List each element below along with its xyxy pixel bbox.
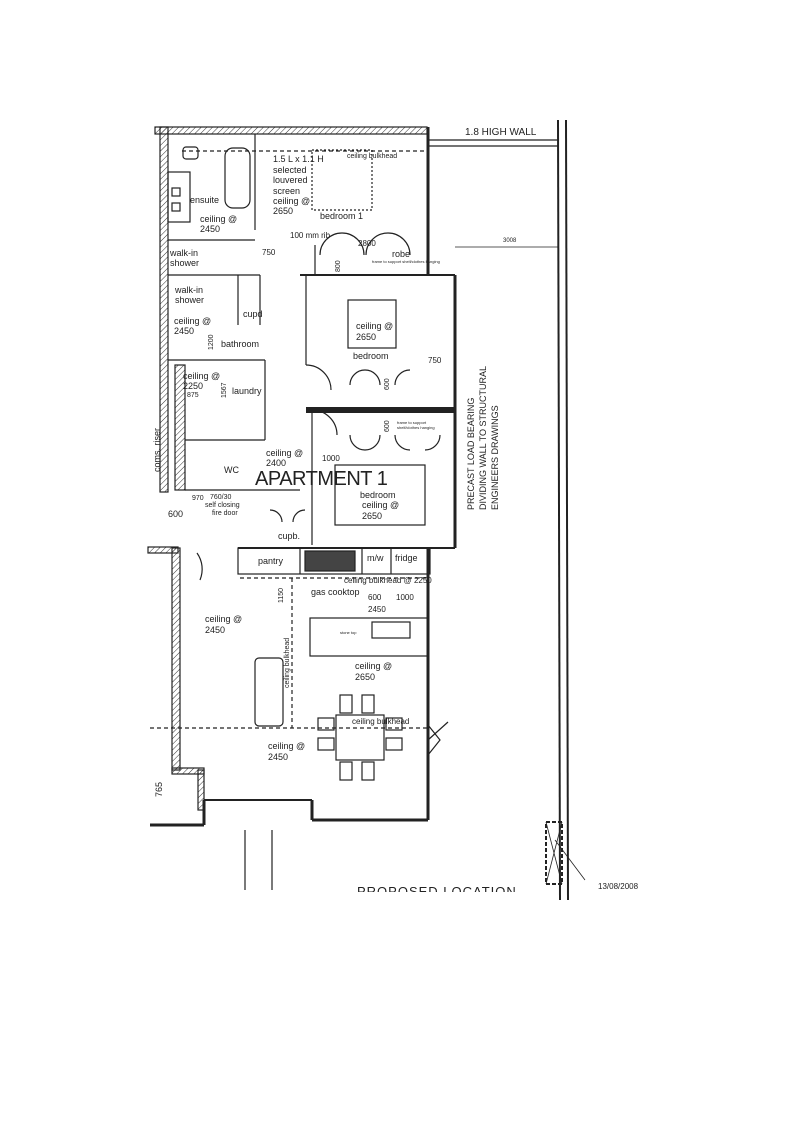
rib-label: 100 mm rib [290,231,331,240]
robe-depth: 600 [384,378,391,390]
robe-note: frame to support shelf/clothes hanging [397,420,435,430]
shower2-label: walk-in shower [175,285,205,305]
bed-2 [347,299,397,349]
entry-dim: 970 [192,495,204,502]
bathroom-ceiling-height: 2450 [174,326,195,336]
kitchen-dim: 2450 [368,605,386,614]
laundry-ceiling-height: 2250 [183,381,204,391]
bedroom3-ceiling-height: 2650 [362,511,383,521]
cupd-label: cupd [243,309,263,319]
robe-note: frame to support shelf/clothes hanging [372,259,440,264]
ensuite-ceiling: ceiling @ [200,214,238,224]
door-width: 750 [262,248,276,257]
bed-3 [334,464,426,526]
setback-dimension: 3008 [503,238,517,244]
robe-label: robe [392,249,411,259]
bathroom-dim: 1200 [208,334,215,350]
precast-note: DIVIDING WALL TO STRUCTURAL [478,365,488,510]
proposed-location-label: PROPOSED LOCATION [357,884,517,892]
fridge-label: fridge [395,553,418,563]
screen-note: ceiling @ [273,196,311,206]
kitchen-dim: 1150 [278,587,285,603]
bed-1 [311,149,373,211]
lower-ceiling: ceiling @ [268,741,306,751]
island-bench [309,617,429,657]
bedroom3-label: bedroom [360,490,396,500]
date-label: 13/08/2008 [598,882,639,890]
lower-ceiling-height: 2450 [268,752,289,762]
robe-depth: 800 [335,260,342,272]
bedroom2-label: bedroom [353,351,389,361]
screen-note: 2650 [273,206,294,216]
screen-note: louvered [273,175,308,185]
high-wall-label: 1.8 HIGH WALL [465,127,537,138]
laundry-ceiling: ceiling @ [183,371,221,381]
bedroom2-dim: 750 [428,356,442,365]
laundry-label: laundry [232,386,262,396]
shower1-label: walk-in shower [170,248,200,268]
bedroom1-label: bedroom 1 [320,211,364,221]
living-bulkhead: ceiling bulkhead [284,637,291,688]
living-ceiling: ceiling @ [205,614,243,624]
cooktop-label: gas cooktop [311,587,360,597]
ensuite-label: ensuite [190,195,220,205]
apartment-title: APARTMENT 1 [255,468,388,490]
fire-door-note: fire door [212,510,238,517]
screen-note: selected [273,165,307,175]
kitchen-dim: 1000 [396,593,414,602]
screen-note: screen [273,186,301,196]
riser-label: coms. riser [152,427,162,472]
dining-ceiling-height: 2650 [355,672,376,682]
sofa [254,657,284,727]
bedroom3-ceiling: ceiling @ [362,500,400,510]
kitchen-dim: 600 [368,593,382,602]
dining-table [335,714,385,761]
wc-label: WC [224,465,239,475]
screen-note: 1.5 L x 1.1 H [273,154,324,164]
kitchen-bench [237,547,431,575]
lower-dim: 765 [154,781,164,797]
ensuite-ceiling-height: 2450 [200,224,221,234]
kitchen-bulkhead: ceiling bulkhead @ 2250 [344,576,432,585]
fire-door-note: 760/30 [210,494,232,501]
laundry-dim: 1567 [221,382,228,398]
hall-dim: 1000 [322,454,340,463]
pantry-label: pantry [258,556,284,566]
bedroom2-ceiling: ceiling @ [356,321,394,331]
precast-note: ENGINEERS DRAWINGS [490,405,500,510]
living-ceiling-height: 2450 [205,625,226,635]
hall-ceiling-height: 2400 [266,458,287,468]
hall-ceiling: ceiling @ [266,448,304,458]
bathroom-ceiling: ceiling @ [174,316,212,326]
robe-width: 2800 [358,239,376,248]
entry-600: 600 [168,509,184,519]
precast-note: PRECAST LOAD BEARING [466,397,476,510]
bathroom-label: bathroom [221,339,260,349]
cupb-label: cupb. [278,531,301,541]
robe-depth: 600 [384,420,391,432]
bulkhead-label: ceiling bulkhead [347,153,398,160]
boundary-line [557,119,561,901]
laundry-dim: 875 [187,392,199,399]
dining-bulkhead: ceiling bulkhead [352,717,410,726]
microwave-label: m/w [367,553,384,563]
bedroom2-ceiling-height: 2650 [356,332,377,342]
dining-ceiling: ceiling @ [355,661,393,671]
stone-top-label: stone top [340,630,357,635]
fire-door-note: self closing [205,502,240,509]
